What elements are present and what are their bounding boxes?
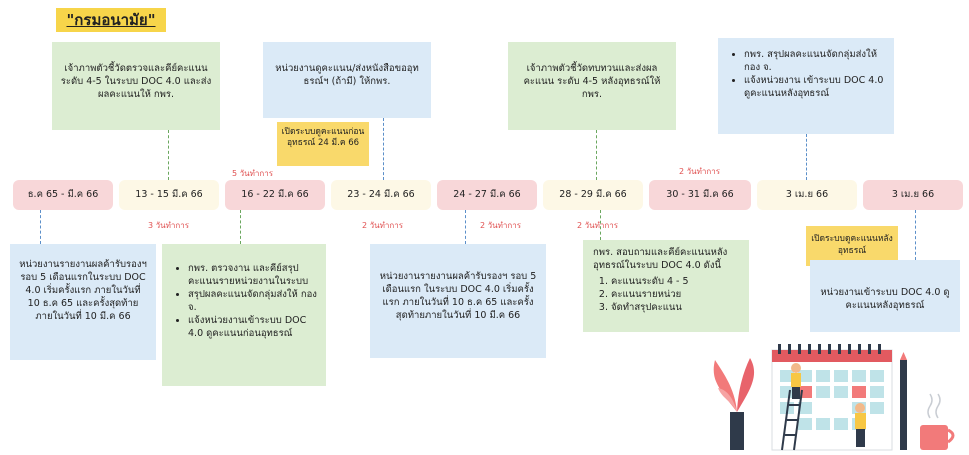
- timeline-date: 3 เม.ย 66: [863, 180, 963, 210]
- timeline-date: 16 - 22 มี.ค 66: [225, 180, 325, 210]
- timeline-date: 28 - 29 มี.ค 66: [543, 180, 643, 210]
- connector-line: [915, 210, 916, 260]
- calendar-illustration: [713, 344, 955, 451]
- task-box-kpr-review: กพร. ตรวจงาน และคีย์สรุปคะแนนรายหน่วยงาน…: [162, 244, 326, 386]
- review-item: แจ้งหน่วยงานเข้าระบบ DOC 4.0 ดูคะแนนก่อน…: [188, 314, 318, 340]
- open-system-before-appeal: เปิดระบบดูคะแนนก่อนอุทธรณ์ 24 มี.ค 66: [277, 122, 369, 166]
- timeline-date: 3 เม.ย 66: [757, 180, 857, 210]
- connector-line: [40, 210, 41, 244]
- review-item: กพร. ตรวจงาน และคีย์สรุปคะแนนรายหน่วยงาน…: [188, 262, 318, 288]
- scoring-item: คะแนนรายหน่วย: [611, 288, 739, 301]
- page-title: "กรมอนามัย": [56, 8, 166, 32]
- person-icon: [855, 403, 866, 447]
- timeline-date: 23 - 24 มี.ค 66: [331, 180, 431, 210]
- task-box-summary-after-appeal: กพร. สรุปผลคะแนนจัดกลุ่มส่งให้ กอง จ. แจ…: [718, 38, 894, 134]
- timeline-date: ธ.ค 65 - มี.ค 66: [13, 180, 113, 210]
- review-item: สรุปผลคะแนนจัดกลุ่มส่งให้ กอง จ.: [188, 288, 318, 314]
- scoring-item: คะแนนระดับ 4 - 5: [611, 275, 739, 288]
- connector-line: [168, 130, 169, 180]
- connector-line: [806, 134, 807, 180]
- calendar-icon: [771, 344, 893, 451]
- task-box-indicator-rereview: เจ้าภาพตัวชี้วัดทบทวนและส่งผลคะแนน ระดับ…: [508, 42, 676, 130]
- connector-line: [240, 210, 241, 244]
- duration-tag: 5 วันทำการ: [232, 169, 273, 178]
- task-box-report-round1: หน่วยงานรายงานผลค้ารับรองฯ รอบ 5 เดือนแร…: [10, 244, 156, 360]
- connector-line: [600, 210, 601, 240]
- duration-tag: 3 วันทำการ: [148, 221, 189, 230]
- task-box-appeal-request: หน่วยงานดูคะแนน/ส่งหนังสือขออุทธรณ์ฯ (ถ้…: [263, 42, 431, 118]
- person-on-ladder-icon: [781, 363, 803, 451]
- task-box-kpr-appeal-scoring: กพร. สอบถามและคีย์คะแนนหลังอุทธรณ์ในระบบ…: [583, 240, 749, 332]
- pencil-icon: [900, 352, 907, 450]
- scoring-item: จัดทำสรุปคะแนน: [611, 301, 739, 314]
- connector-line: [596, 130, 597, 180]
- summary-item: แจ้งหน่วยงาน เข้าระบบ DOC 4.0 ดูคะแนนหลั…: [744, 74, 886, 100]
- connector-line: [465, 210, 466, 244]
- timeline-date: 24 - 27 มี.ค 66: [437, 180, 537, 210]
- duration-tag: 2 วันทำการ: [480, 221, 521, 230]
- scoring-title: กพร. สอบถามและคีย์คะแนนหลังอุทธรณ์ในระบบ…: [593, 247, 728, 271]
- timeline-date: 13 - 15 มี.ค 66: [119, 180, 219, 210]
- plant-icon: [713, 358, 755, 450]
- task-box-report-round2: หน่วยงานรายงานผลค้ารับรองฯ รอบ 5 เดือนแร…: [370, 244, 546, 358]
- summary-item: กพร. สรุปผลคะแนนจัดกลุ่มส่งให้ กอง จ.: [744, 48, 886, 74]
- duration-tag: 2 วันทำการ: [362, 221, 403, 230]
- duration-tag: 2 วันทำการ: [577, 221, 618, 230]
- duration-tag: 2 วันทำการ: [679, 167, 720, 176]
- timeline-date: 30 - 31 มี.ค 66: [649, 180, 751, 210]
- cup-icon: [920, 393, 955, 450]
- task-box-view-after-appeal: หน่วยงานเข้าระบบ DOC 4.0 ดูคะแนนหลังอุทธ…: [810, 260, 960, 332]
- task-box-indicator-review: เจ้าภาพตัวชี้วัดตรวจและคีย์คะแนน ระดับ 4…: [52, 42, 220, 130]
- open-system-after-appeal: เปิดระบบดูคะแนนหลังอุทธรณ์: [806, 226, 898, 266]
- connector-line: [383, 118, 384, 180]
